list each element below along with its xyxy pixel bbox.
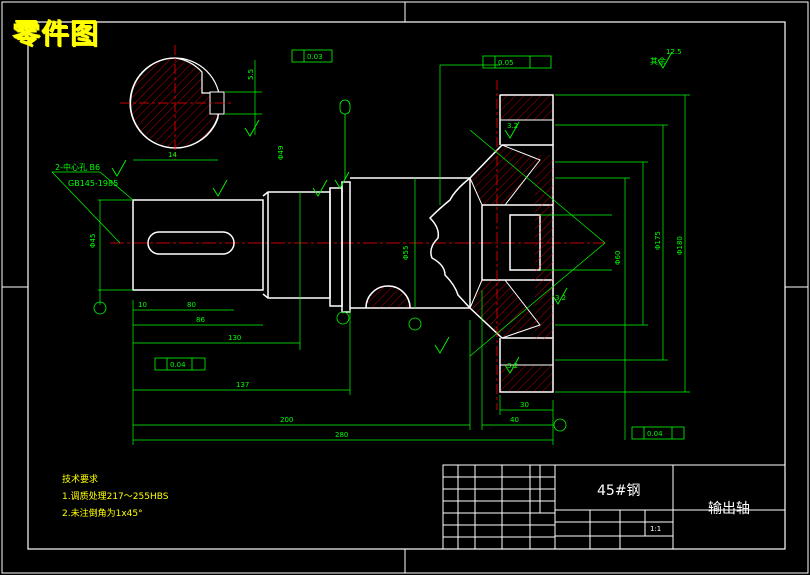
dimension-dia-gear2: Φ175: [654, 231, 662, 250]
sheet-border-inner: [27, 21, 786, 550]
dimension-len-7: 40: [510, 416, 519, 424]
dimension-dia-shaft: Φ45: [89, 234, 97, 248]
dimension-rough-1: 3.2: [555, 294, 566, 302]
gear-tooth-profile: [428, 177, 471, 309]
dimension-tol-3: 0.04: [647, 430, 663, 438]
center-hole-leader: [52, 171, 134, 201]
center-hole-leader-2: [51, 171, 121, 244]
cone-line-lower: [469, 242, 606, 357]
tolerance-frames: [154, 49, 685, 440]
dimension-len-4: 130: [228, 334, 241, 342]
cone-line-upper: [469, 129, 606, 244]
dimension-dia-gear: Φ180: [676, 236, 684, 255]
horizontal-dimension-lines: [132, 192, 554, 445]
dimension-keyway: 14: [168, 151, 177, 159]
dimension-dia-mid2: Φ55: [402, 246, 410, 260]
dimension-len-6: 80: [187, 301, 196, 309]
datum-symbols: [93, 301, 567, 432]
default-roughness-value: 12.5: [666, 48, 682, 56]
center-hole-note: 2-中心孔 B6 GB145-1985: [55, 162, 118, 188]
dimension-keyway2: 5.5: [247, 69, 255, 80]
center-hole-standard: GB145-1985: [68, 179, 118, 188]
default-roughness-label: 其余: [650, 56, 666, 66]
default-roughness-note: 其余 12.5: [650, 48, 682, 66]
dimension-rough-1: 3.2: [507, 362, 518, 370]
scale-label: 1:1: [650, 525, 662, 533]
dimension-tol-1: 0.03: [307, 53, 323, 61]
tech-requirements-heading: 技术要求: [62, 475, 99, 485]
center-hole-label: 2-中心孔 B6: [55, 162, 100, 172]
dimension-rough-1: 3.2: [507, 122, 518, 130]
dimension-numerals: 280 200 137 130 86 80 10 40 30 14 3.2 3.…: [138, 53, 663, 439]
dimension-tol-3: 0.04: [170, 361, 186, 369]
dimension-tol-2: 0.05: [498, 59, 514, 67]
section-view: [120, 45, 262, 161]
title-block: [442, 464, 786, 550]
dimension-len-2: 200: [280, 416, 293, 424]
dimension-len-3: 137: [236, 381, 249, 389]
dimension-dia-mid: Φ49: [277, 146, 285, 160]
material-label: 45#钢: [597, 483, 641, 499]
dimension-dia-big: Φ60: [614, 251, 622, 265]
vertical-dimension-lines: [98, 64, 690, 440]
roughness-symbols: [111, 51, 673, 374]
vertical-dimension-numerals: Φ45 Φ49 Φ55 Φ60 Φ180 Φ175 5.5: [89, 69, 684, 265]
dimension-len-8: 30: [520, 401, 529, 409]
tech-requirement-1: 1.调质处理217～255HBS: [62, 492, 169, 502]
dimension-len-5: 86: [196, 316, 205, 324]
drawing-title: 零件图: [12, 17, 100, 50]
dimension-len-total: 280: [335, 431, 348, 439]
part-name-label: 输出轴: [708, 501, 750, 517]
gear-section-hatch: [365, 94, 554, 393]
dimension-len-9: 10: [138, 301, 147, 309]
tech-requirement-2: 2.未注倒角为1x45°: [62, 509, 143, 519]
